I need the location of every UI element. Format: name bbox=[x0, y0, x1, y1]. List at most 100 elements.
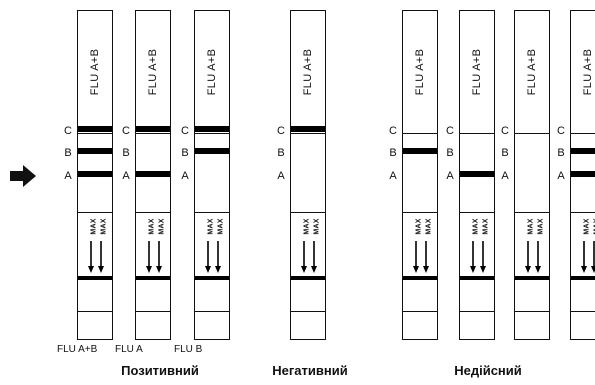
down-arrows-icon bbox=[581, 241, 595, 273]
strip-label: FLU A+B bbox=[206, 48, 218, 96]
result-window bbox=[403, 133, 437, 213]
down-arrow-head bbox=[480, 266, 486, 273]
down-arrows-icon bbox=[301, 241, 317, 273]
down-arrow-head bbox=[535, 266, 541, 273]
strip-label: FLU A+B bbox=[302, 48, 314, 96]
line-letter-b: B bbox=[446, 147, 454, 159]
down-arrow-head bbox=[98, 266, 104, 273]
line-letter-b: B bbox=[181, 147, 189, 159]
down-arrow-head bbox=[88, 266, 94, 273]
strip-caption: FLU A bbox=[115, 344, 143, 355]
group-title: Недійсний bbox=[454, 363, 522, 378]
line-letter-a: A bbox=[122, 170, 130, 182]
strip-divider bbox=[460, 311, 494, 312]
strip-label: FLU A+B bbox=[526, 48, 538, 96]
line-letter-a: A bbox=[64, 170, 72, 182]
line-letter-b: B bbox=[501, 147, 509, 159]
line-letter-b: B bbox=[557, 147, 565, 159]
line-letter-b: B bbox=[64, 147, 72, 159]
down-arrow-head bbox=[156, 266, 162, 273]
down-arrow-head bbox=[423, 266, 429, 273]
down-arrows-icon bbox=[470, 241, 486, 273]
result-line-c bbox=[136, 126, 170, 132]
result-line-b bbox=[403, 148, 437, 154]
result-line-a bbox=[571, 171, 595, 177]
line-letter-c: C bbox=[122, 125, 130, 137]
strip-label-area: FLU A+B bbox=[515, 13, 549, 131]
down-arrow-head bbox=[205, 266, 211, 273]
absorbent-line bbox=[460, 276, 494, 280]
strip-label: FLU A+B bbox=[471, 48, 483, 96]
down-arrow-head bbox=[215, 266, 221, 273]
down-arrow-head bbox=[146, 266, 152, 273]
absorbent-line bbox=[571, 276, 595, 280]
line-letter-c: C bbox=[64, 125, 72, 137]
line-letter-c: C bbox=[446, 125, 454, 137]
down-arrow-head bbox=[301, 266, 307, 273]
strip-label-area: FLU A+B bbox=[195, 13, 229, 131]
down-arrows-icon bbox=[413, 241, 429, 273]
strip-label-area: FLU A+B bbox=[571, 13, 595, 131]
line-letter-b: B bbox=[122, 147, 130, 159]
right-arrow-icon bbox=[10, 165, 36, 187]
strip-label: FLU A+B bbox=[414, 48, 426, 96]
absorbent-line bbox=[403, 276, 437, 280]
result-window bbox=[78, 133, 112, 213]
down-arrow-head bbox=[581, 266, 587, 273]
result-window bbox=[136, 133, 170, 213]
down-arrows-icon bbox=[146, 241, 162, 273]
strip-label: FLU A+B bbox=[89, 48, 101, 96]
line-letter-a: A bbox=[501, 170, 509, 182]
strip-label-area: FLU A+B bbox=[78, 13, 112, 131]
absorbent-line bbox=[136, 276, 170, 280]
line-letter-a: A bbox=[557, 170, 565, 182]
down-arrow-head bbox=[591, 266, 595, 273]
strip-label-area: FLU A+B bbox=[291, 13, 325, 131]
line-letter-a: A bbox=[277, 170, 285, 182]
strip-divider bbox=[571, 311, 595, 312]
absorbent-line bbox=[195, 276, 229, 280]
result-line-c bbox=[195, 126, 229, 132]
line-letter-c: C bbox=[557, 125, 565, 137]
result-line-a bbox=[78, 171, 112, 177]
result-window bbox=[195, 133, 229, 213]
down-arrow-head bbox=[525, 266, 531, 273]
line-letter-a: A bbox=[389, 170, 397, 182]
strip-divider bbox=[78, 311, 112, 312]
down-arrows-icon bbox=[205, 241, 221, 273]
strip-label: FLU A+B bbox=[582, 48, 594, 96]
strip-caption: FLU B bbox=[174, 344, 203, 355]
result-window bbox=[515, 133, 549, 213]
line-letter-c: C bbox=[501, 125, 509, 137]
strip-label-area: FLU A+B bbox=[403, 13, 437, 131]
strip-label-area: FLU A+B bbox=[136, 13, 170, 131]
absorbent-line bbox=[291, 276, 325, 280]
line-letter-a: A bbox=[181, 170, 189, 182]
line-letter-a: A bbox=[446, 170, 454, 182]
result-window bbox=[291, 133, 325, 213]
result-line-b bbox=[571, 148, 595, 154]
absorbent-line bbox=[515, 276, 549, 280]
group-title: Позитивний bbox=[121, 363, 199, 378]
absorbent-line bbox=[78, 276, 112, 280]
down-arrow-head bbox=[413, 266, 419, 273]
group-title: Негативний bbox=[272, 363, 348, 378]
line-letter-c: C bbox=[389, 125, 397, 137]
result-line-c bbox=[291, 126, 325, 132]
result-line-a bbox=[460, 171, 494, 177]
line-letter-c: C bbox=[181, 125, 189, 137]
strip-divider bbox=[515, 311, 549, 312]
